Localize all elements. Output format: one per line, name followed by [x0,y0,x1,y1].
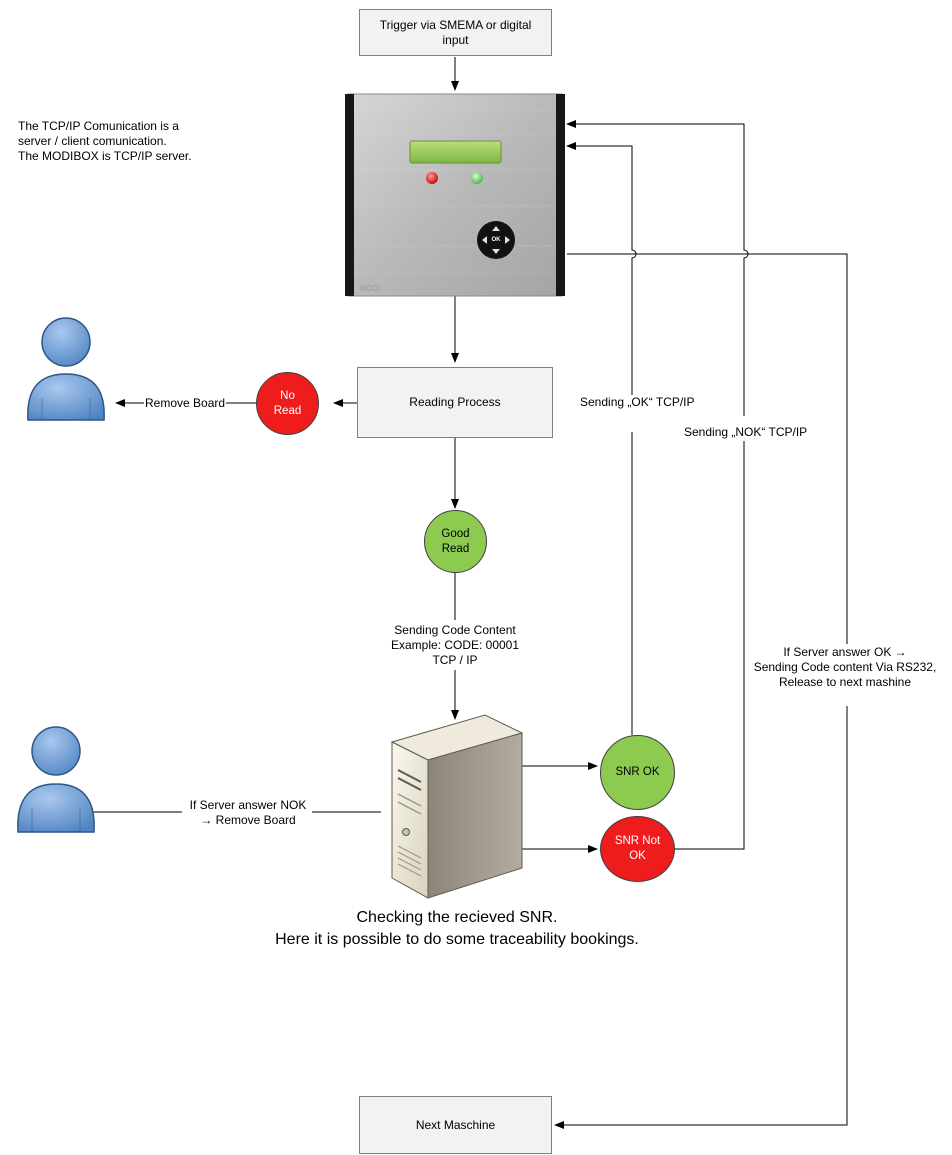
server-icon [390,714,524,899]
ok-button: OK [491,237,501,243]
sending-nok-label: Sending „NOK“ TCP/IP [682,425,810,440]
person-icon [27,317,105,421]
server-nok-note: If Server answer NOK → Remove Board [189,798,307,827]
nav-pad [477,221,515,259]
modibox-device: MODI [345,93,565,297]
red-led [426,172,438,184]
sending-ok-label: Sending „OK“ TCP/IP [578,395,697,410]
trigger-box: Trigger via SMEMA or digital input [359,9,552,56]
server-ok-note: If Server answer OK → Sending Code conte… [745,645,945,690]
connectors [83,57,848,1129]
remove-board-label: Remove Board [144,396,227,411]
no-read-node: No Read [256,372,319,435]
good-read-node: Good Read [424,510,487,573]
green-led [471,172,483,184]
snr-ok-node: SNR OK [600,735,675,810]
checking-note: Checking the recieved SNR. Here it is po… [275,909,639,948]
snr-not-ok-node: SNR Not OK [600,816,675,882]
tcp-note: The TCP/IP Comunication is a server / cl… [18,119,192,163]
reading-process-box: Reading Process [357,367,553,438]
lcd-display [409,140,502,164]
device-brand-mark: MODI [360,284,381,293]
next-machine-box: Next Maschine [359,1096,552,1154]
sending-code-label: Sending Code Content Example: CODE: 0000… [375,623,535,668]
person-icon [17,726,95,833]
